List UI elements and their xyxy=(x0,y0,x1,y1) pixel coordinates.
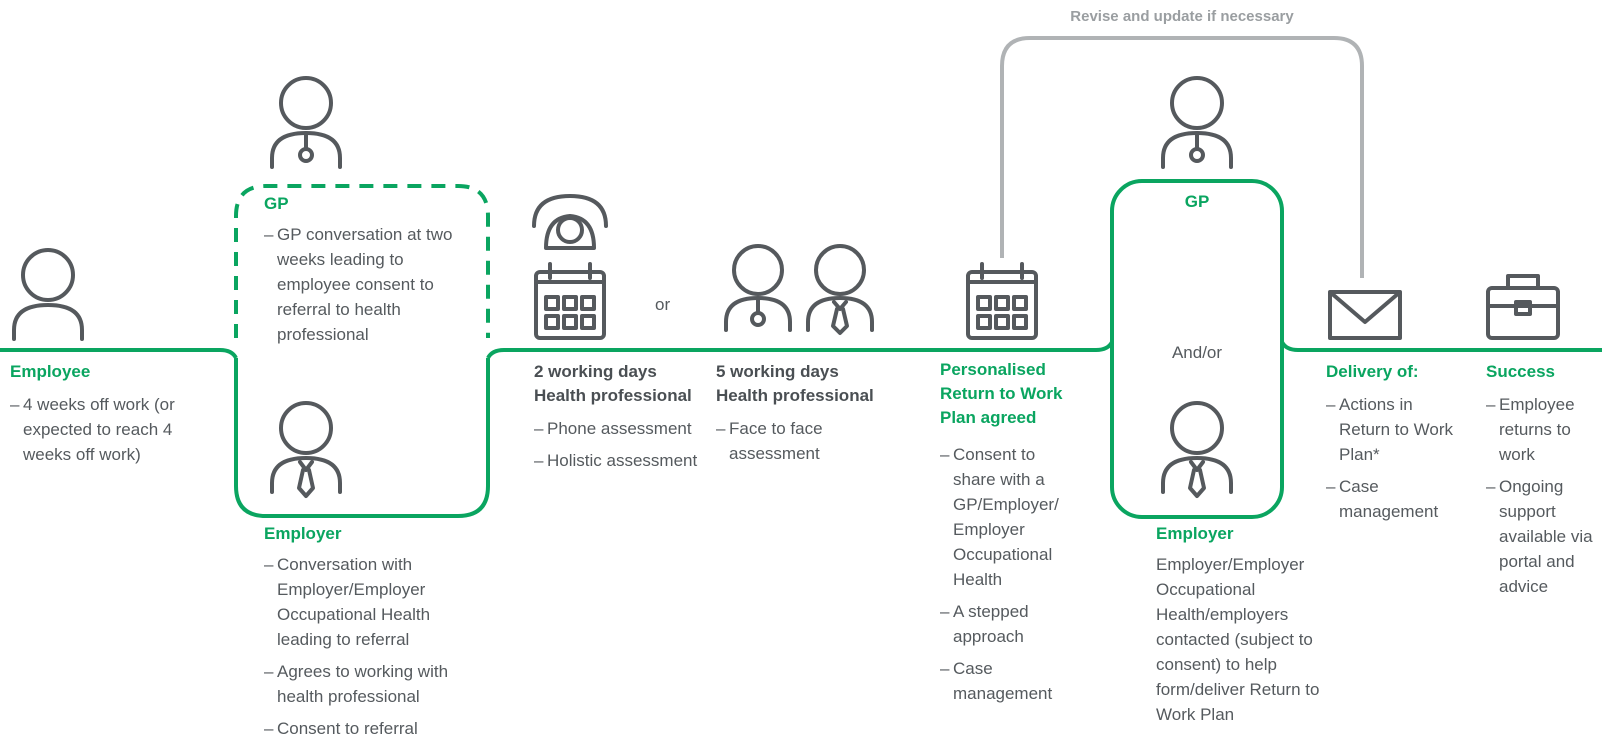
gp-employer-box xyxy=(1110,179,1284,519)
face-step-heading: 5 working days Health professional xyxy=(716,360,896,408)
success-heading: Success xyxy=(1486,362,1555,381)
plan-list: –Consent to share with a GP/Employer/ Em… xyxy=(940,442,1065,713)
phone-step-days: 2 working days xyxy=(534,362,657,381)
timeline-line xyxy=(0,340,1602,360)
list-item: –Actions in Return to Work Plan* xyxy=(1326,395,1454,464)
face-step-role: Health professional xyxy=(716,386,874,405)
employer-list: –Conversation with Employer/Employer Occ… xyxy=(264,552,474,748)
gp2-heading: GP xyxy=(1184,192,1210,211)
employer-icon xyxy=(270,401,342,498)
doctor-icon xyxy=(270,76,342,169)
success-list: –Employee returns to work –Ongoing suppo… xyxy=(1486,392,1598,606)
list-item: –Ongoing support available via portal an… xyxy=(1486,477,1593,596)
list-item: –Agrees to working with health professio… xyxy=(264,662,449,706)
list-item: –A stepped approach xyxy=(940,602,1029,646)
employer-solid-box xyxy=(234,358,490,518)
phone-step-list: –Phone assessment –Holistic assessment xyxy=(534,416,714,480)
list-item: –Case management xyxy=(1326,477,1439,521)
delivery-heading: Delivery of: xyxy=(1326,362,1419,381)
face-step-list: –Face to face assessment xyxy=(716,416,846,473)
gp-list: –GP conversation at two weeks leading to… xyxy=(264,222,476,354)
employee-heading: Employee xyxy=(10,362,91,381)
person-icon xyxy=(12,248,84,341)
calendar-icon xyxy=(966,262,1038,340)
plan-heading: Personalised Return to Work Plan agreed xyxy=(940,360,1063,427)
list-item: –Conversation with Employer/Employer Occ… xyxy=(264,555,431,649)
list-item: –Holistic assessment xyxy=(534,451,698,470)
doctor-icon xyxy=(1161,76,1233,169)
employer-heading: Employer xyxy=(264,524,342,543)
employer2-heading: Employer xyxy=(1156,524,1234,543)
list-item: –Employee returns to work xyxy=(1486,395,1575,464)
revise-loop-arrow xyxy=(1000,36,1364,278)
list-item: –Consent to share with a GP/Employer/ Em… xyxy=(940,445,1059,589)
face-step-days: 5 working days xyxy=(716,362,839,381)
andor-label: And/or xyxy=(1171,343,1223,362)
or-label: or xyxy=(655,295,671,314)
employee-list: –4 weeks off work (or expected to reach … xyxy=(10,392,210,474)
list-item: –Case management xyxy=(940,659,1053,703)
list-item: –Face to face assessment xyxy=(716,419,823,463)
phone-step-role: Health professional xyxy=(534,386,692,405)
list-item: –Phone assessment xyxy=(534,419,692,438)
gp-dashed-box xyxy=(234,184,490,338)
gp-heading: GP xyxy=(264,194,289,213)
envelope-icon xyxy=(1328,290,1402,340)
phone-calendar-icon xyxy=(532,194,608,340)
revise-loop-label: Revise and update if necessary xyxy=(1070,8,1294,25)
two-people-icon xyxy=(724,244,874,335)
briefcase-icon xyxy=(1486,274,1560,340)
list-item: –4 weeks off work (or expected to reach … xyxy=(10,395,175,464)
list-item: –GP conversation at two weeks leading to… xyxy=(264,225,453,344)
list-item: –Consent to referral xyxy=(264,719,418,738)
phone-step-heading: 2 working days Health professional xyxy=(534,360,714,408)
delivery-list: –Actions in Return to Work Plan* –Case m… xyxy=(1326,392,1456,531)
employer2-body: Employer/Employer Occupational Health/em… xyxy=(1156,555,1320,724)
employer-icon xyxy=(1161,401,1233,498)
